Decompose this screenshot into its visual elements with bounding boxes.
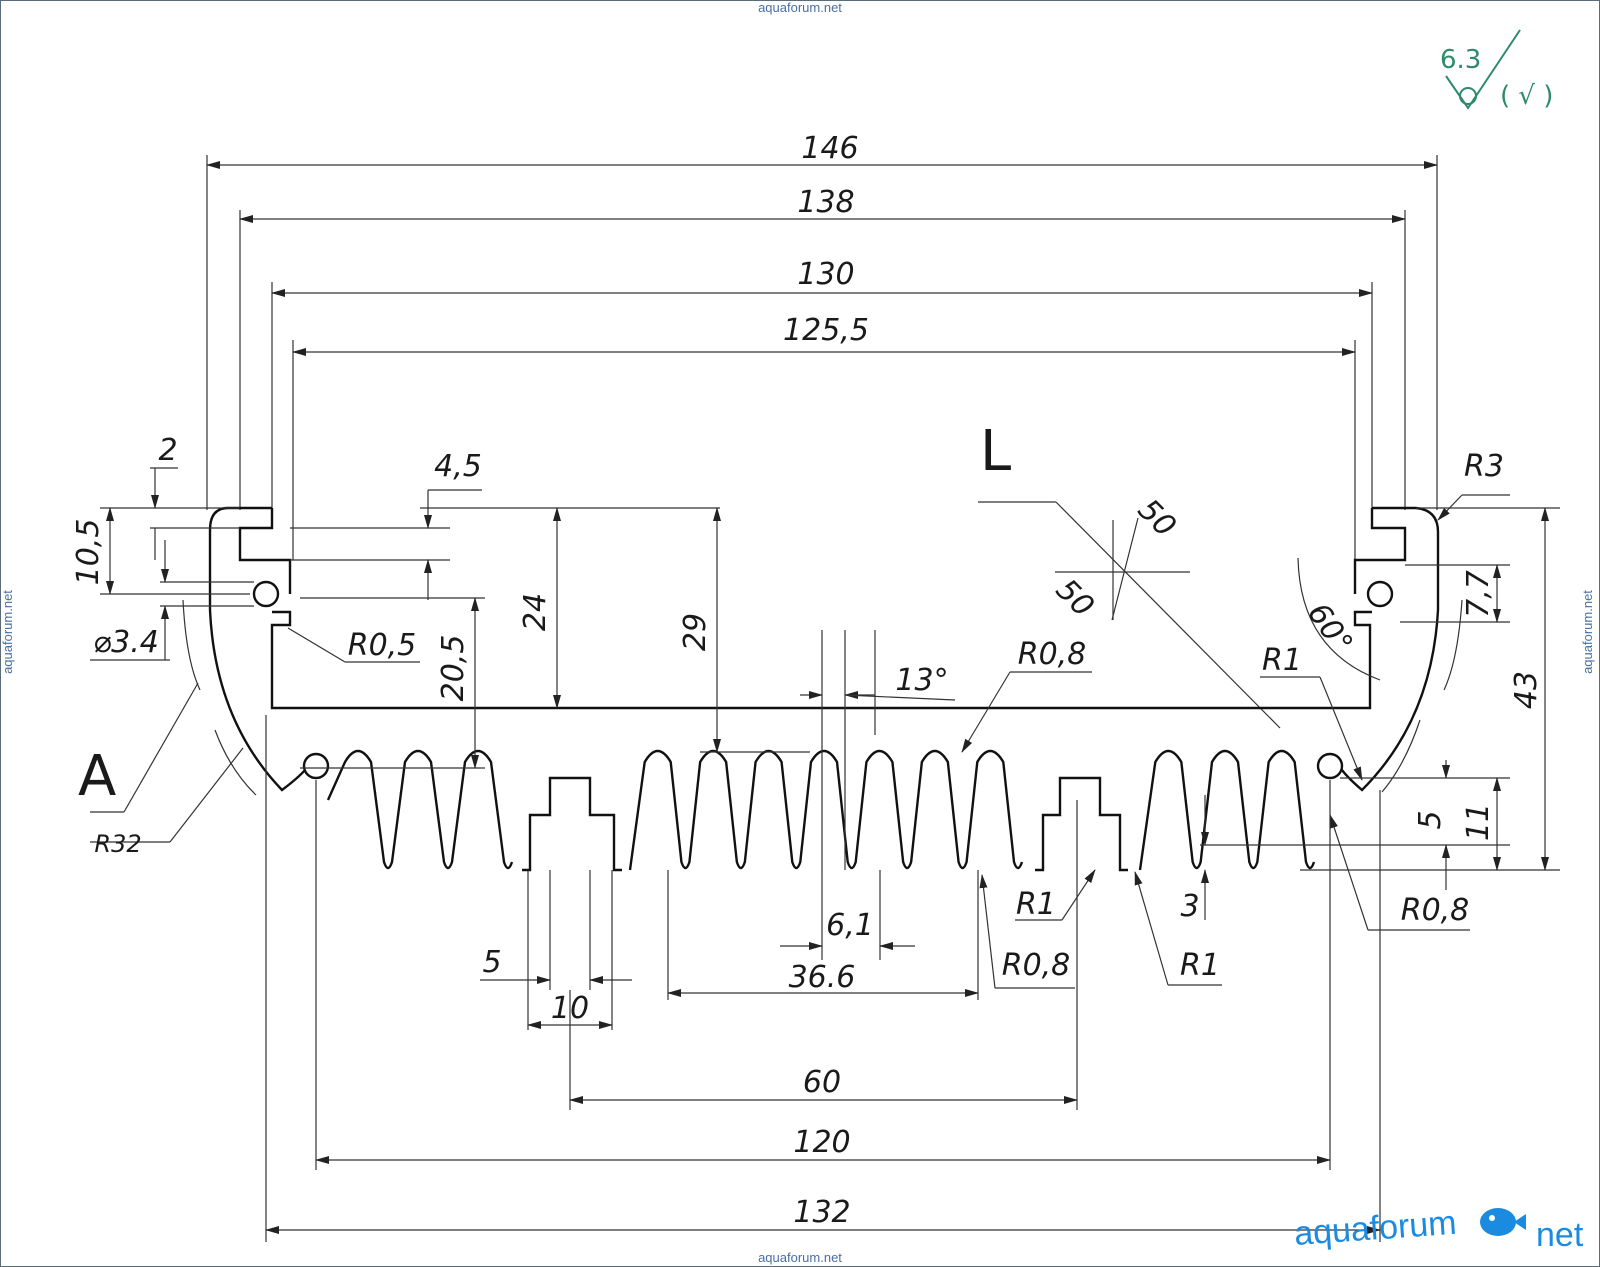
bottom-dimensions: 3 R1 R1 R0,8 6,1 36.6 5 10 60 (265, 715, 1381, 1242)
dim-120: 120 (793, 1125, 850, 1160)
dim-hole-diameter: ⌀3.4 (93, 625, 159, 660)
left-shell (208, 506, 306, 792)
dim-r1-bottom: R1 (1016, 887, 1056, 922)
view-label: A (78, 744, 116, 809)
fish-icon (1480, 1208, 1516, 1236)
roughness-note: ( √ ) (1500, 81, 1553, 111)
r32-arc-a (182, 599, 201, 691)
dim-24: 24 (518, 593, 553, 631)
brand-text-right: net (1536, 1216, 1584, 1254)
dim-130: 130 (797, 257, 854, 292)
dim-r1-lower: R1 (1180, 948, 1220, 983)
roughness-circle-icon (1459, 87, 1477, 105)
watermark-top: aquaforum.net (758, 0, 842, 15)
roughness-check-icon (1445, 29, 1521, 110)
dim-138: 138 (797, 185, 854, 220)
right-t-slot (1035, 776, 1128, 872)
r32-arc-d (1381, 719, 1421, 793)
right-shell (1341, 506, 1440, 792)
right-fin-round-icon (1316, 752, 1344, 780)
dim-10-5: 10,5 (71, 519, 106, 586)
left-dimensions: 10,5 2 ⌀3.4 A R32 R0,5 4,5 20,5 24 (71, 433, 810, 858)
dim-5-right: 5 (1413, 810, 1448, 829)
dim-146: 146 (801, 131, 858, 166)
cut-50-a: 50 (1131, 492, 1183, 544)
dim-125-5: 125,5 (783, 313, 869, 348)
dim-60: 60 (803, 1065, 841, 1100)
dim-43: 43 (1509, 671, 1544, 709)
dim-4-5: 4,5 (434, 449, 482, 484)
dim-r0-8-right: R0,8 (1401, 893, 1470, 928)
dim-7-7: 7,7 (1461, 570, 1496, 618)
dim-11: 11 (1461, 803, 1496, 841)
right-hook (1353, 508, 1407, 594)
left-hole-icon (252, 580, 280, 608)
dim-r1-right: R1 (1262, 643, 1302, 678)
brand-text-left: aquaforum (1293, 1204, 1458, 1253)
dim-132: 132 (793, 1195, 850, 1230)
left-fin-round-icon (302, 752, 330, 780)
center-dimensions: 13° R0,8 (800, 630, 1092, 870)
dim-5-slot: 5 (482, 945, 501, 980)
dim-angle-60: 60° (1300, 597, 1359, 661)
dim-29: 29 (678, 613, 713, 651)
dim-r0-8-top: R0,8 (1018, 637, 1087, 672)
cut-50-b: 50 (1049, 572, 1101, 624)
dim-r0-8-bottom: R0,8 (1002, 948, 1071, 983)
r32-arc-b (214, 729, 257, 796)
brand-logo: aquaforum net (1293, 1204, 1584, 1254)
dim-r32: R32 (94, 830, 141, 858)
section-label: L (980, 419, 1011, 484)
roughness-symbol: 6.3 ( √ ) (1440, 29, 1553, 111)
fins-profile (326, 749, 1316, 871)
left-hook (238, 508, 292, 594)
dim-r3: R3 (1464, 449, 1504, 484)
inner-bottom (270, 610, 1372, 710)
watermark-left: aquaforum.net (0, 590, 15, 674)
dim-r0-5: R0,5 (348, 628, 417, 663)
dim-36-6: 36.6 (789, 960, 856, 995)
roughness-value: 6.3 (1440, 45, 1481, 75)
right-hole-icon (1366, 580, 1394, 608)
dim-2: 2 (158, 433, 177, 468)
watermark-right: aquaforum.net (1580, 590, 1595, 674)
left-t-slot (522, 776, 622, 872)
watermark-bottom: aquaforum.net (758, 1250, 842, 1265)
dim-angle-13: 13° (895, 663, 948, 698)
profile-outline (182, 506, 1463, 872)
dim-6-1: 6,1 (826, 908, 874, 943)
r32-arc-c (1443, 599, 1463, 691)
top-dimensions: 146 138 130 125,5 (206, 131, 1438, 560)
dim-3: 3 (1180, 889, 1199, 924)
dim-20-5: 20,5 (436, 635, 471, 702)
